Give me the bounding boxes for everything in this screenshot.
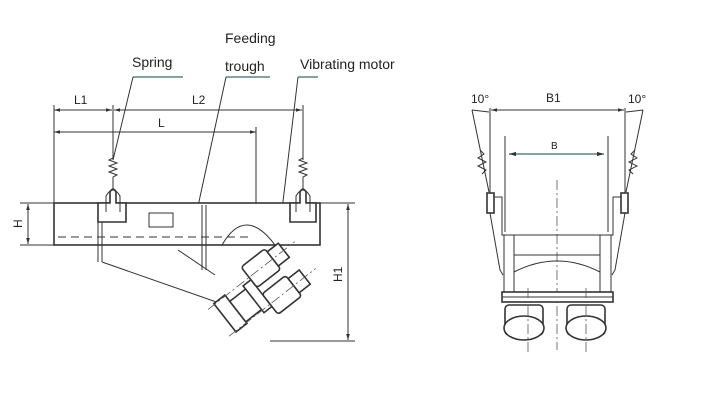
dimension-L1: L1 <box>74 93 88 107</box>
dimension-H1: H1 <box>331 266 345 282</box>
spring-icon <box>107 152 309 190</box>
vibrating-motor-icon <box>207 241 316 337</box>
motor-icon <box>503 288 607 352</box>
feeding-trough-label-line2: trough <box>225 58 265 74</box>
dimension-B: B <box>551 141 558 152</box>
feeding-trough-label-line1: Feeding <box>225 30 276 46</box>
dimension-L: L <box>158 116 165 130</box>
front-trough <box>486 192 629 303</box>
feeding-trough <box>53 188 321 306</box>
angle-right-label: 10° <box>628 92 646 106</box>
dimension-B1: B1 <box>546 91 561 105</box>
dimension-H: H <box>11 219 25 228</box>
spring-icon <box>476 149 639 175</box>
dimension-L2: L2 <box>192 93 206 107</box>
front-view: B1 B 10° 10° <box>471 91 646 352</box>
spring-label: Spring <box>132 54 172 70</box>
vibrating-motor-label: Vibrating motor <box>300 56 395 72</box>
front-dimension-lines <box>471 108 644 350</box>
side-view: Feeding trough Spring Vibrating motor <box>11 30 395 342</box>
angle-left-label: 10° <box>471 92 489 106</box>
